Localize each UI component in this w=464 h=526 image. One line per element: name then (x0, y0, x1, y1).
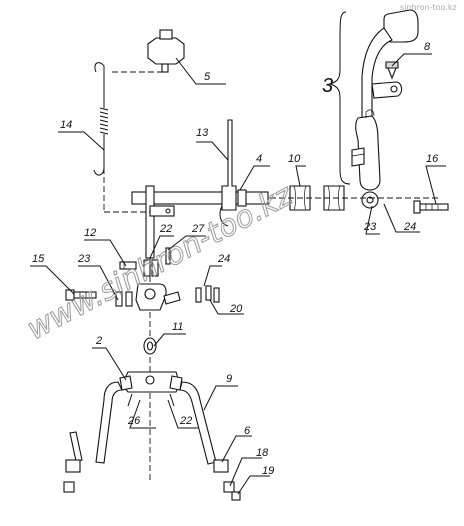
pin-part-27 (165, 247, 171, 265)
screw-part-8 (385, 61, 399, 69)
pedal-arm (355, 115, 381, 191)
end-fittings (63, 459, 241, 501)
central-lever (135, 247, 181, 311)
callout-8: 8 (424, 41, 431, 53)
bolt-part-16 (413, 200, 449, 214)
callout-5: 5 (204, 71, 211, 83)
callout-26: 26 (127, 415, 141, 427)
pedal-assembly (328, 9, 419, 209)
callout-4: 4 (256, 153, 262, 165)
bracket-part-2 (119, 371, 183, 407)
callout-9: 9 (226, 373, 232, 385)
callout-6: 6 (244, 425, 251, 437)
callout-16: 16 (426, 153, 439, 165)
leader-lines (30, 53, 446, 495)
callout-12: 12 (84, 227, 96, 239)
callout-3: 3 (322, 75, 333, 97)
pedal-pad (383, 9, 419, 43)
callout-labels: 5 13 4 14 8 3 16 10 12 15 23 22 27 24 20… (32, 41, 439, 477)
pins-part-20 (195, 285, 220, 303)
switch-part-5 (147, 29, 185, 73)
callout-24-right: 24 (403, 221, 416, 233)
callout-2: 2 (95, 335, 102, 347)
callout-19: 19 (262, 465, 274, 477)
washer-part-11 (143, 337, 157, 355)
callout-22-bottom: 22 (179, 415, 192, 427)
callout-15: 15 (32, 253, 45, 265)
callout-13: 13 (196, 127, 209, 139)
callout-18: 18 (256, 447, 269, 459)
pins-part-23 (115, 291, 133, 307)
callout-27: 27 (191, 223, 205, 235)
callout-11: 11 (172, 321, 183, 333)
lever-part-13 (221, 119, 237, 211)
callout-24-mid: 24 (217, 253, 230, 265)
rods-part-9 (69, 381, 217, 465)
spring-part-14 (93, 62, 109, 176)
shaft-part-4 (131, 119, 269, 259)
watermark-corner: sinhron-too.kz (400, 3, 457, 12)
callout-14: 14 (60, 119, 72, 131)
callout-10: 10 (288, 153, 301, 165)
group-bracket (328, 11, 351, 185)
callout-23-right: 23 (363, 221, 377, 233)
callout-23-left: 23 (77, 253, 91, 265)
callout-20: 20 (229, 303, 243, 315)
callout-22-top: 22 (159, 223, 172, 235)
